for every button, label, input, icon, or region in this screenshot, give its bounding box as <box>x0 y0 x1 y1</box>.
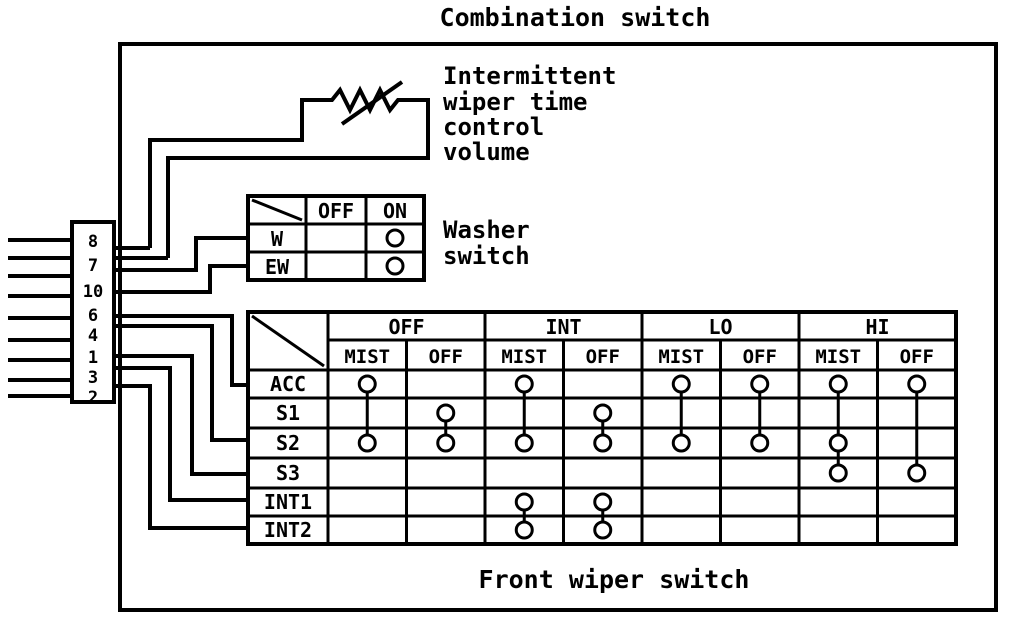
svg-text:switch: switch <box>443 242 530 270</box>
wiper-contact-mark <box>514 492 534 512</box>
wiper-contact-mark <box>671 374 691 394</box>
wiper-subcol: MIST <box>815 346 861 368</box>
washer-contact-mark <box>385 228 405 248</box>
wiper-contact-mark <box>907 374 927 394</box>
front-wiper-switch-label: Front wiper switch <box>479 565 750 594</box>
wiper-group-hi: HI <box>865 315 889 339</box>
diagram-title: Combination switch <box>440 3 711 32</box>
variable-resistor-icon <box>148 80 430 258</box>
svg-text:control: control <box>443 113 544 141</box>
washer-switch-label: Washer switch <box>443 216 530 270</box>
washer-row-ew: EW <box>265 255 290 279</box>
wiper-contact-mark <box>593 433 613 453</box>
wiper-group-int: INT <box>545 315 581 339</box>
wiper-row-s3: S3 <box>276 461 300 485</box>
wiper-contact-mark <box>593 403 613 423</box>
washer-col-off: OFF <box>318 199 354 223</box>
wiper-row-s1: S1 <box>276 401 300 425</box>
wiper-contact-mark <box>671 433 691 453</box>
washer-col-on: ON <box>383 199 407 223</box>
wiper-row-acc: ACC <box>270 372 306 396</box>
connector-pin-1: 8 <box>88 232 98 252</box>
connector-pin-3: 10 <box>83 282 103 302</box>
wiper-contact-mark <box>514 374 534 394</box>
connector-pin-6: 1 <box>88 348 98 368</box>
wiper-subcol: OFF <box>586 346 620 368</box>
wiper-group-lo: LO <box>708 315 732 339</box>
washer-contact-mark <box>385 256 405 276</box>
connector-wire-stubs <box>8 238 72 398</box>
wiper-contact-mark <box>593 520 613 540</box>
wiper-contact-mark <box>828 374 848 394</box>
wiper-contact-mark <box>828 463 848 483</box>
wiper-subcol: MIST <box>658 346 704 368</box>
wiper-subcol: MIST <box>344 346 390 368</box>
wiper-contact-mark <box>357 433 377 453</box>
wiper-subcol: OFF <box>743 346 777 368</box>
connector-pin-4: 6 <box>88 306 98 326</box>
washer-row-w: W <box>271 227 284 251</box>
wiper-contact-mark <box>750 374 770 394</box>
connector-pin-5: 4 <box>88 326 98 346</box>
internal-wires <box>114 236 248 530</box>
wiper-row-s2: S2 <box>276 431 300 455</box>
wiper-subcol: MIST <box>501 346 547 368</box>
wiper-subcol: OFF <box>429 346 463 368</box>
wiper-row-int2: INT2 <box>264 518 312 542</box>
wiper-subcol: OFF <box>900 346 934 368</box>
connector-pin-2: 7 <box>88 256 98 276</box>
wiper-contact-mark <box>436 403 456 423</box>
connector-pin-7: 3 <box>88 368 98 388</box>
wiper-group-off: OFF <box>388 315 424 339</box>
wiper-contact-mark <box>593 492 613 512</box>
intermittent-label: Intermittent wiper time control volume <box>443 62 616 166</box>
wiper-contact-mark <box>436 433 456 453</box>
svg-text:Washer: Washer <box>443 216 530 244</box>
svg-text:Intermittent: Intermittent <box>443 62 616 90</box>
wiper-contact-mark <box>828 433 848 453</box>
wiper-contact-mark <box>907 463 927 483</box>
washer-switch-table: OFF ON W EW <box>246 194 426 282</box>
wiper-contact-mark <box>514 520 534 540</box>
connector-pin-8: 2 <box>88 388 98 408</box>
wiper-row-int1: INT1 <box>264 490 312 514</box>
svg-text:wiper time: wiper time <box>443 88 588 116</box>
svg-text:volume: volume <box>443 138 530 166</box>
wiper-contact-mark <box>750 433 770 453</box>
wiper-contact-mark <box>514 433 534 453</box>
wiper-contact-mark <box>357 374 377 394</box>
